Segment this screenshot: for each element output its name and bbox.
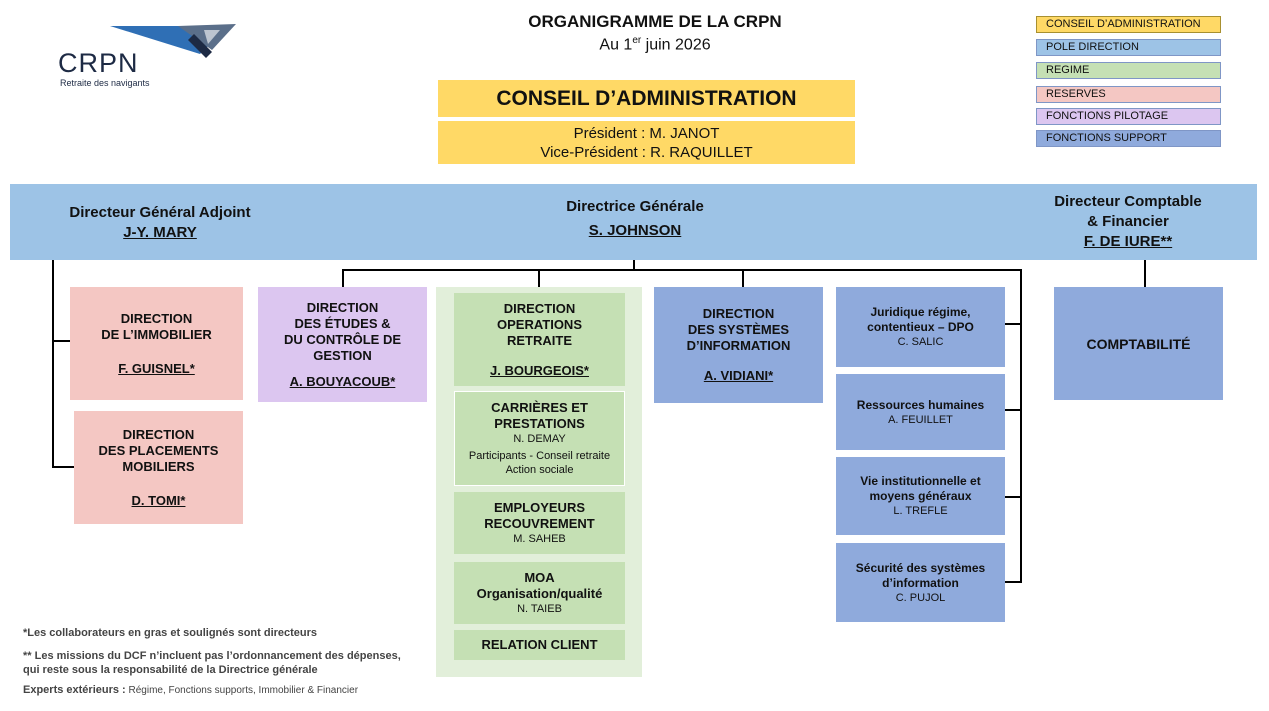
board-president: Président : M. JANOT (573, 124, 720, 142)
footnote-dcf: ** Les missions du DCF n’incluent pas l’… (23, 649, 401, 677)
legend-item-reserves: RESERVES (1036, 86, 1221, 103)
deputy-title: Directeur Général Adjoint (69, 204, 251, 221)
operations-director: J. BOURGEOIS* (490, 362, 589, 378)
finance-title-line1: Directeur Comptable (1054, 193, 1202, 210)
box-relation-client: RELATION CLIENT (454, 630, 625, 660)
legend-item-regime: REGIME (1036, 62, 1221, 79)
finance-director: Directeur Comptable & Financier F. DE IU… (1020, 188, 1236, 256)
logo-tagline: Retraite des navigants (60, 78, 150, 88)
page-date: Au 1er juin 2026 (440, 35, 870, 54)
board-title: CONSEIL D’ADMINISTRATION (496, 86, 797, 110)
etudes-director: A. BOUYACOUB* (289, 373, 396, 389)
direction-band (10, 184, 1257, 260)
etudes-line2: DES ÉTUDES & (294, 315, 391, 331)
general-name: S. JOHNSON (588, 222, 682, 239)
board-vice-president: Vice-Président : R. RAQUILLET (540, 143, 753, 161)
carrieres-sub1: Participants - Conseil retraite (468, 450, 611, 462)
box-comptabilite: COMPTABILITÉ (1054, 287, 1223, 400)
carrieres-manager: N. DEMAY (513, 433, 566, 445)
board-title-box: CONSEIL D’ADMINISTRATION (438, 80, 855, 117)
vie-manager: L. TREFLE (893, 505, 948, 517)
securite-line2: d’information (882, 575, 959, 590)
footnote-dcf-line2: qui reste sous la responsabilité de la D… (23, 664, 318, 676)
comptabilite-label: COMPTABILITÉ (1086, 335, 1191, 352)
page-title: ORGANIGRAMME DE LA CRPN (528, 12, 782, 31)
legend-item-pole-direction: POLE DIRECTION (1036, 39, 1221, 56)
si-line3: D’INFORMATION (686, 338, 791, 353)
date-sup: er (632, 35, 642, 46)
relation-client-label: RELATION CLIENT (481, 637, 598, 652)
moa-line2: Organisation/qualité (476, 586, 603, 601)
placements-line1: DIRECTION (122, 426, 195, 442)
si-director: A. VIDIANI* (703, 368, 774, 383)
employeurs-line1: EMPLOYEURS (493, 500, 585, 515)
operations-line3: RETRAITE (507, 332, 572, 348)
box-direction-si: DIRECTION DES SYSTÈMES D’INFORMATION A. … (654, 287, 823, 403)
box-direction-operations: DIRECTION OPERATIONS RETRAITE J. BOURGEO… (454, 293, 625, 386)
logo-name: CRPN (58, 48, 139, 78)
legend-item-fonctions-support: FONCTIONS SUPPORT (1036, 130, 1221, 147)
date-prefix: Au 1 (599, 36, 633, 54)
etudes-line3: DU CONTRÔLE DE (284, 331, 401, 347)
box-direction-etudes: DIRECTION DES ÉTUDES & DU CONTRÔLE DE GE… (258, 287, 427, 402)
experts-label: Experts extérieurs : (23, 684, 126, 696)
placements-line3: MOBILIERS (122, 458, 195, 474)
si-line1: DIRECTION (702, 306, 775, 321)
box-employeurs-recouvrement: EMPLOYEURS RECOUVREMENT M. SAHEB (454, 492, 625, 554)
box-vie-institutionnelle: Vie institutionnelle et moyens généraux … (836, 457, 1005, 535)
etudes-line1: DIRECTION (306, 299, 379, 315)
box-moa: MOA Organisation/qualité N. TAIEB (454, 562, 625, 624)
carrieres-line1: CARRIÈRES ET (491, 400, 588, 415)
immobilier-director: F. GUISNEL* (118, 360, 195, 376)
footnote-dcf-line1: ** Les missions du DCF n’incluent pas l’… (23, 650, 401, 662)
general-title: Directrice Générale (566, 198, 704, 215)
box-ressources-humaines: Ressources humaines A. FEUILLET (836, 374, 1005, 450)
legend-item-conseil: CONSEIL D’ADMINISTRATION (1036, 16, 1221, 33)
rh-manager: A. FEUILLET (888, 413, 953, 426)
placements-line2: DES PLACEMENTS (98, 442, 219, 458)
vie-line2: moyens généraux (869, 489, 972, 503)
operations-line1: DIRECTION (503, 300, 576, 316)
employeurs-line2: RECOUVREMENT (484, 516, 595, 531)
immobilier-line2: DE L’IMMOBILIER (101, 326, 212, 342)
securite-line1: Sécurité des systèmes (855, 560, 986, 575)
wing-icon (110, 24, 236, 58)
immobilier-line1: DIRECTION (120, 310, 193, 326)
box-securite-si: Sécurité des systèmes d’information C. P… (836, 543, 1005, 622)
experts-value: Régime, Fonctions supports, Immobilier &… (125, 685, 359, 696)
deputy-director: Directeur Général Adjoint J-Y. MARY (40, 198, 280, 248)
juridique-manager: C. SALIC (897, 336, 944, 348)
si-line2: DES SYSTÈMES (687, 322, 790, 337)
board-members-box: Président : M. JANOT Vice-Président : R.… (438, 121, 855, 164)
date-suffix: juin 2026 (641, 36, 711, 54)
deputy-name: J-Y. MARY (123, 224, 197, 241)
placements-director: D. TOMI* (131, 492, 186, 508)
etudes-line4: GESTION (313, 347, 372, 363)
box-direction-placements: DIRECTION DES PLACEMENTS MOBILIERS D. TO… (74, 411, 243, 524)
general-director: Directrice Générale S. JOHNSON (515, 194, 755, 244)
finance-title-line2: & Financier (1087, 213, 1169, 230)
crpn-logo: CRPN Retraite des navigants (58, 22, 248, 92)
operations-line2: OPERATIONS (497, 316, 582, 332)
legend-item-fonctions-pilotage: FONCTIONS PILOTAGE (1036, 108, 1221, 125)
box-carrieres-prestations: CARRIÈRES ET PRESTATIONS N. DEMAY Partic… (454, 391, 625, 486)
carrieres-sub2: Action sociale (505, 464, 574, 476)
vie-line1: Vie institutionnelle et (860, 474, 981, 488)
rh-line1: Ressources humaines (856, 397, 985, 412)
juridique-line1: Juridique régime, (870, 305, 971, 319)
carrieres-line2: PRESTATIONS (494, 416, 585, 431)
footnote-experts: Experts extérieurs : Régime, Fonctions s… (23, 684, 358, 696)
employeurs-manager: M. SAHEB (513, 533, 566, 545)
box-direction-immobilier: DIRECTION DE L’IMMOBILIER F. GUISNEL* (70, 287, 243, 400)
juridique-line2: contentieux – DPO (867, 320, 974, 334)
moa-manager: N. TAIEB (517, 603, 562, 615)
securite-manager: C. PUJOL (895, 591, 946, 604)
box-juridique: Juridique régime, contentieux – DPO C. S… (836, 287, 1005, 367)
footnote-directors: *Les collaborateurs en gras et soulignés… (23, 627, 318, 639)
moa-line1: MOA (524, 570, 555, 585)
finance-name: F. DE IURE** (1083, 233, 1173, 250)
